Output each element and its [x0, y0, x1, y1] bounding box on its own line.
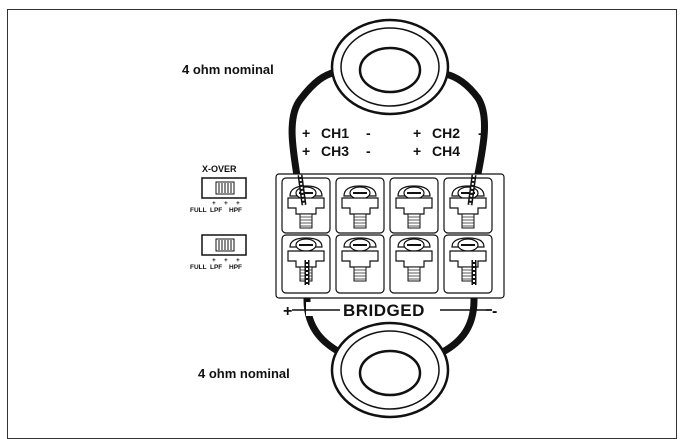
bridged-plus: + [283, 303, 292, 320]
xover-title: X-OVER [202, 164, 237, 174]
ch2-minus: - [478, 125, 483, 141]
ch3-label: CH3 [321, 143, 349, 159]
ch1-plus: + [302, 125, 310, 141]
channel-labels-right: + CH2 - + CH4 - [413, 125, 483, 159]
xover-2-mark-full: + [212, 257, 216, 264]
diagram-canvas: 4 ohm nominal 4 ohm nominal + CH1 - + CH… [182, 18, 505, 419]
top-speaker-label: 4 ohm nominal [182, 62, 274, 77]
xover-2-full: FULL [190, 264, 207, 271]
terminal-ch2-minus [443, 177, 493, 234]
ch3-minus: - [366, 143, 371, 159]
ch3-plus: + [302, 143, 310, 159]
terminal-ch4-minus [443, 234, 493, 294]
ch4-label: CH4 [432, 143, 460, 159]
xover-1-lpf: LPF [210, 207, 222, 214]
bridged-minus: - [492, 303, 497, 320]
xover-switch-2[interactable] [201, 234, 247, 256]
top-speaker-icon [330, 18, 450, 116]
terminal-ch1-plus [281, 177, 331, 234]
xover-2-hpf: HPF [229, 264, 242, 271]
bottom-speaker-label: 4 ohm nominal [198, 366, 290, 381]
top-speaker-wire-left [288, 68, 339, 199]
ch4-minus: - [478, 143, 483, 159]
xover-1-hpf: HPF [229, 207, 242, 214]
xover-1-mark-lpf: + [224, 200, 228, 207]
xover-2-mark-hpf: + [236, 257, 240, 264]
xover-1-mark-full: + [212, 200, 216, 207]
xover-2-lpf: LPF [210, 264, 222, 271]
bridged-indicator [292, 302, 492, 316]
terminal-ch2-plus [389, 177, 439, 234]
xover-1-full: FULL [190, 207, 207, 214]
bottom-speaker-icon [330, 321, 450, 419]
channel-labels-left: + CH1 - + CH3 - [302, 125, 371, 159]
xover-1-mark-hpf: + [236, 200, 240, 207]
top-speaker-wire-right [441, 70, 488, 199]
terminal-ch1-minus [335, 177, 385, 234]
ch4-plus: + [413, 143, 421, 159]
ch1-minus: - [366, 125, 371, 141]
xover-switch-1[interactable] [201, 177, 247, 199]
wiring-diagram: 4 ohm nominal 4 ohm nominal + CH1 - + CH… [7, 9, 677, 439]
bridged-label: BRIDGED [343, 301, 425, 320]
terminal-ch4-plus [389, 234, 439, 294]
ch1-label: CH1 [321, 125, 349, 141]
ch2-label: CH2 [432, 125, 460, 141]
xover-2-mark-lpf: + [224, 257, 228, 264]
terminal-ch3-minus [335, 234, 385, 294]
ch2-plus: + [413, 125, 421, 141]
